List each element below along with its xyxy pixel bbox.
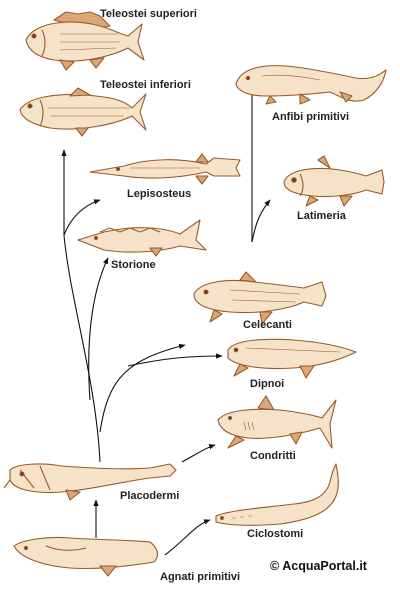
- label-condritti: Condritti: [250, 450, 296, 462]
- label-ciclostomi: Ciclostomi: [247, 528, 304, 540]
- celecanti-fish: [193, 271, 327, 325]
- label-anfibi-primitivi: Anfibi primitivi: [272, 111, 349, 123]
- arrow-to-latimeria: [251, 199, 271, 243]
- teleostei-superiori-fish: [25, 11, 145, 71]
- label-latimeria: Latimeria: [297, 210, 346, 222]
- label-teleostei-inferiori: Teleostei inferiori: [100, 79, 191, 91]
- ciclostomi-fish: [215, 463, 339, 526]
- anfibi-primitivi-creature: [235, 65, 387, 105]
- label-placodermi: Placodermi: [120, 490, 180, 502]
- label-celecanti: Celecanti: [243, 319, 292, 331]
- arrow-placodermi-to-condritti: [181, 444, 216, 463]
- branch-arrows: [61, 85, 271, 556]
- dipnoi-fish: [227, 338, 357, 379]
- storione-fish: [77, 219, 207, 257]
- label-dipnoi: Dipnoi: [250, 378, 285, 390]
- arrow-to-lepisosteus: [63, 199, 101, 236]
- teleostei-inferiori-fish: [19, 87, 147, 137]
- label-teleostei-superiori: Teleostei superiori: [100, 8, 197, 20]
- arrow-agnati-to-ciclostomi: [164, 519, 211, 556]
- arrow-to-teleostei: [61, 149, 101, 463]
- arrow-to-storione: [88, 257, 109, 401]
- arrow-to-celecanti: [99, 343, 186, 433]
- label-agnati-primitivi: Agnati primitivi: [160, 571, 241, 583]
- copyright-notice: © AcquaPortal.it: [270, 559, 367, 573]
- agnati-primitivi-fish: [13, 536, 159, 577]
- arrow-to-dipnoi: [127, 353, 223, 367]
- label-lepisosteus: Lepisosteus: [127, 188, 192, 200]
- label-storione: Storione: [111, 259, 156, 271]
- condritti-fish: [217, 395, 337, 449]
- latimeria-fish: [283, 155, 385, 207]
- lepisosteus-fish: [89, 153, 241, 185]
- placodermi-fish: [3, 463, 177, 501]
